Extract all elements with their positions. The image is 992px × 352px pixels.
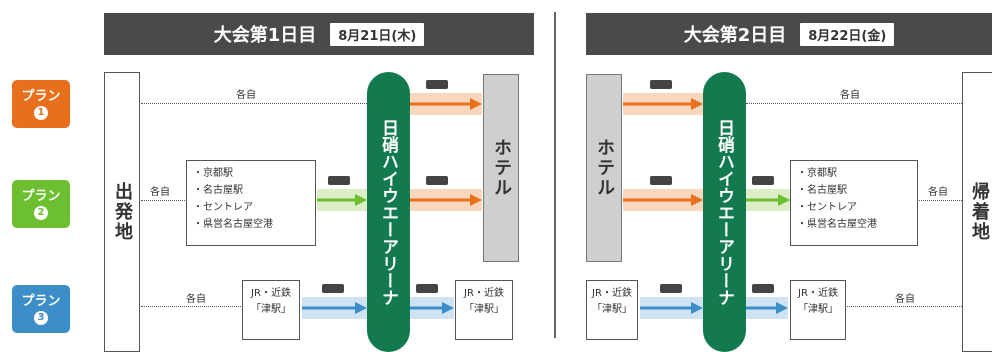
station-kyoto: ・京都駅 xyxy=(193,168,233,179)
day2-plan3-bus-icon-right xyxy=(752,284,774,293)
day-divider xyxy=(554,12,556,338)
day1-plan2-each: 各自 xyxy=(150,187,170,198)
day2-plan3-arrow-left xyxy=(640,302,703,314)
day2-plan2-arrow-right xyxy=(746,194,790,206)
day2-station-list: ・京都駅 ・名古屋駅 ・セントレア ・県営名古屋空港 xyxy=(790,160,918,246)
day1-title: 大会第1日目 xyxy=(213,25,317,46)
plan-3-badge: プラン 3 xyxy=(12,285,70,333)
day1-jr-right-line1: JR・近鉄 xyxy=(464,288,504,299)
day1-plan2-arrow-left xyxy=(317,194,367,206)
day1-plan3-line xyxy=(141,306,241,307)
day2-jr-left-line2: 「津駅」 xyxy=(592,304,632,315)
day2-jr-box-left: JR・近鉄 「津駅」 xyxy=(586,280,638,340)
day1-plan3-each: 各自 xyxy=(186,294,206,305)
day1-plan3-bus-icon-left xyxy=(322,284,344,293)
day2-plan3-line xyxy=(847,306,962,307)
day1-jr-box-left: JR・近鉄 「津駅」 xyxy=(242,280,300,340)
day1-plan1-bus-icon xyxy=(426,80,448,89)
day1-plan2-bus-icon-left xyxy=(328,176,350,185)
day2-plan1-line xyxy=(746,103,962,104)
day1-plan2-bus-icon-right xyxy=(426,176,448,185)
day2-jr-right-line2: 「津駅」 xyxy=(798,304,838,315)
day1-arena-pill: 日硝ハイウエーアリーナ xyxy=(367,72,410,352)
day1-plan2-arrow-right xyxy=(410,194,482,206)
day2-station-centrair: ・セントレア xyxy=(797,202,857,213)
day1-header: 大会第1日目 8月21日(木) xyxy=(104,13,534,55)
day2-plan3-each: 各自 xyxy=(895,294,915,305)
day1-plan1-arrow xyxy=(410,98,482,110)
plan-1-number: 1 xyxy=(34,105,48,120)
departure-box: 出発地 xyxy=(104,72,140,352)
day2-plan3-bus-icon-left xyxy=(660,284,682,293)
day1-arena-label: 日硝ハイウエーアリーナ xyxy=(378,118,398,306)
day1-hotel-label: ホテル xyxy=(491,138,512,198)
plan-3-number: 3 xyxy=(34,310,48,325)
day2-jr-right-line1: JR・近鉄 xyxy=(798,288,838,299)
day2-jr-box-right: JR・近鉄 「津駅」 xyxy=(790,280,846,340)
day2-arena-label: 日硝ハイウエーアリーナ xyxy=(714,118,734,306)
plan-2-badge: プラン 2 xyxy=(12,180,70,228)
day2-plan2-bus-icon-left xyxy=(650,176,672,185)
day1-plan1-line xyxy=(141,103,367,104)
day2-plan2-line xyxy=(919,200,962,201)
day2-plan2-each: 各自 xyxy=(928,187,948,198)
plan-3-label: プラン xyxy=(21,293,61,309)
day2-plan2-bus-icon-right xyxy=(752,176,774,185)
station-nagoya: ・名古屋駅 xyxy=(193,185,243,196)
day2-plan1-arrow xyxy=(623,98,703,110)
day2-jr-left-line1: JR・近鉄 xyxy=(592,288,632,299)
day2-plan1-each: 各自 xyxy=(840,90,860,101)
arrival-box: 帰着地 xyxy=(962,72,992,352)
day2-station-nagoya: ・名古屋駅 xyxy=(797,185,847,196)
day1-jr-left-line1: JR・近鉄 xyxy=(251,288,291,299)
day2-hotel-box: ホテル xyxy=(586,74,622,262)
day1-plan1-each: 各自 xyxy=(236,90,256,101)
day2-header: 大会第2日目 8月22日(金) xyxy=(586,13,992,55)
day2-station-kyoto: ・京都駅 xyxy=(797,168,837,179)
day2-station-komaki: ・県営名古屋空港 xyxy=(797,219,877,230)
day1-hotel-box: ホテル xyxy=(483,74,519,262)
day2-plan2-arrow-left xyxy=(623,194,703,206)
day2-hotel-label: ホテル xyxy=(594,138,615,198)
plan-1-badge: プラン 1 xyxy=(12,80,70,128)
day2-date: 8月22日(金) xyxy=(800,22,895,46)
plan-1-label: プラン xyxy=(21,88,61,104)
day1-plan3-arrow-right xyxy=(410,302,454,314)
day2-plan1-bus-icon xyxy=(650,80,672,89)
day1-jr-right-line2: 「津駅」 xyxy=(464,304,504,315)
day1-plan3-arrow-left xyxy=(302,302,367,314)
day1-station-list: ・京都駅 ・名古屋駅 ・セントレア ・県営名古屋空港 xyxy=(186,160,316,246)
station-centrair: ・セントレア xyxy=(193,202,253,213)
departure-label: 出発地 xyxy=(112,182,133,242)
day2-title: 大会第2日目 xyxy=(683,25,787,46)
day1-jr-left-line2: 「津駅」 xyxy=(251,304,291,315)
plan-2-label: プラン xyxy=(21,188,61,204)
arrival-label: 帰着地 xyxy=(969,182,990,242)
day2-left-plan2-dot xyxy=(141,200,185,201)
day1-date: 8月21日(木) xyxy=(330,22,425,46)
day1-jr-box-right: JR・近鉄 「津駅」 xyxy=(455,280,513,340)
station-komaki: ・県営名古屋空港 xyxy=(193,219,273,230)
day1-plan3-bus-icon-right xyxy=(416,284,438,293)
plan-2-number: 2 xyxy=(34,205,48,220)
day2-arena-pill: 日硝ハイウエーアリーナ xyxy=(703,72,746,352)
day2-plan3-arrow-right xyxy=(746,302,788,314)
